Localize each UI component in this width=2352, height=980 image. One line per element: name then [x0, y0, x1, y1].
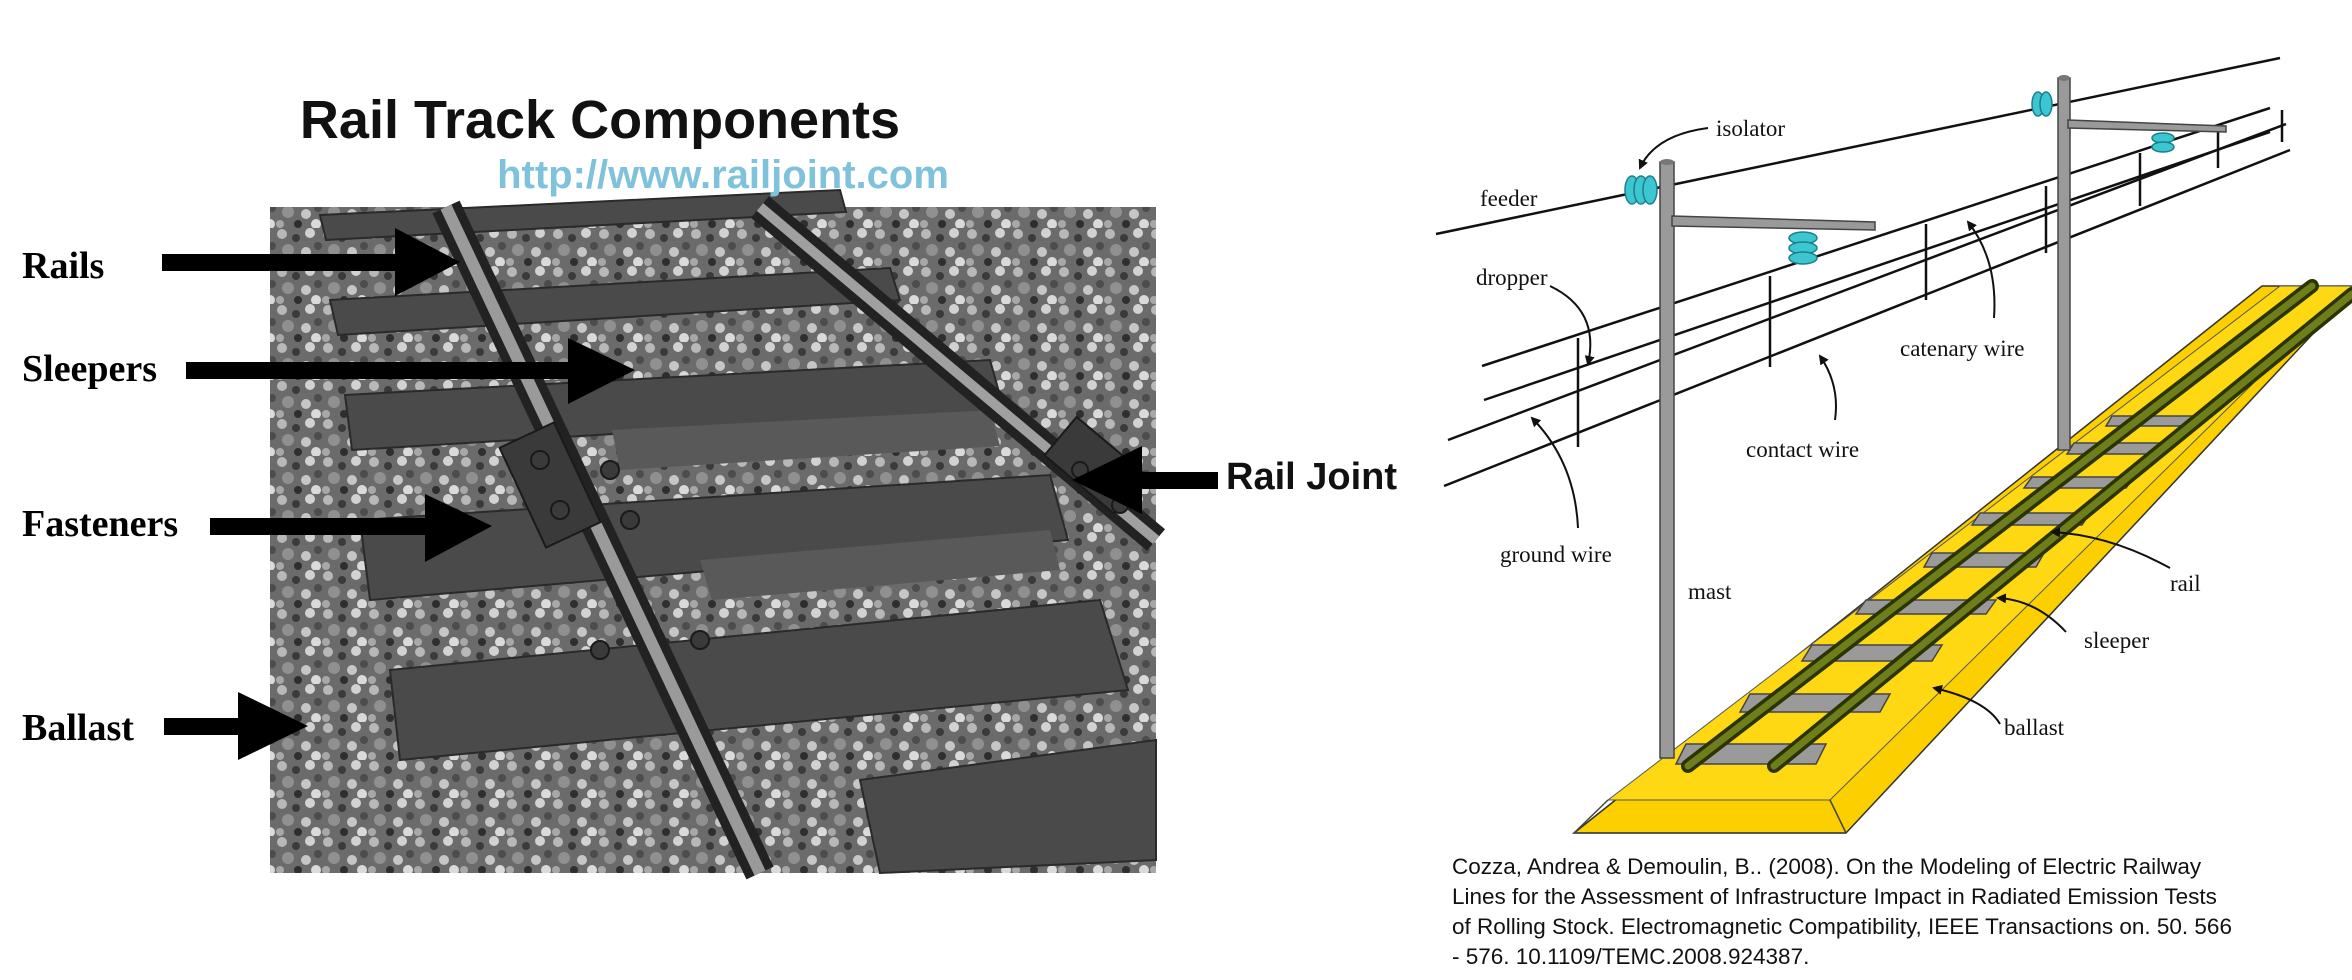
- label-ballast: Ballast: [22, 707, 134, 749]
- label-isolator: isolator: [1716, 116, 1785, 141]
- caption-line: - 576. 10.1109/TEMC.2008.924387.: [1452, 942, 2332, 972]
- label-rails: Rails: [22, 245, 104, 287]
- left-title: Rail Track Components: [300, 90, 900, 150]
- label-feeder: feeder: [1480, 186, 1538, 211]
- caption-line: of Rolling Stock. Electromagnetic Compat…: [1452, 912, 2332, 942]
- suspension-insulator-front: [1789, 232, 1817, 264]
- isolator-front: [1625, 176, 1657, 204]
- catenary-diagram: isolator feeder dropper catenary wire co…: [1436, 58, 2352, 833]
- label-mast: mast: [1688, 579, 1732, 604]
- label-ground-wire: ground wire: [1500, 542, 1612, 567]
- label-rail: rail: [2170, 571, 2201, 596]
- label-dropper: dropper: [1476, 265, 1548, 290]
- label-fasteners: Fasteners: [22, 503, 178, 545]
- caption-line: Cozza, Andrea & Demoulin, B.. (2008). On…: [1452, 852, 2332, 882]
- suspension-insulator-back: [2152, 133, 2174, 152]
- label-contact-wire: contact wire: [1746, 437, 1859, 462]
- caption-line: Lines for the Assessment of Infrastructu…: [1452, 882, 2332, 912]
- isolator-back: [2032, 92, 2052, 116]
- label-ballast-right: ballast: [2004, 715, 2065, 740]
- label-catenary-wire: catenary wire: [1900, 336, 2025, 361]
- label-sleepers: Sleepers: [22, 348, 157, 390]
- citation-caption: Cozza, Andrea & Demoulin, B.. (2008). On…: [1452, 852, 2332, 972]
- left-url: http://www.railjoint.com: [497, 153, 949, 197]
- label-rail-joint: Rail Joint: [1226, 456, 1397, 498]
- label-sleeper: sleeper: [2084, 628, 2149, 653]
